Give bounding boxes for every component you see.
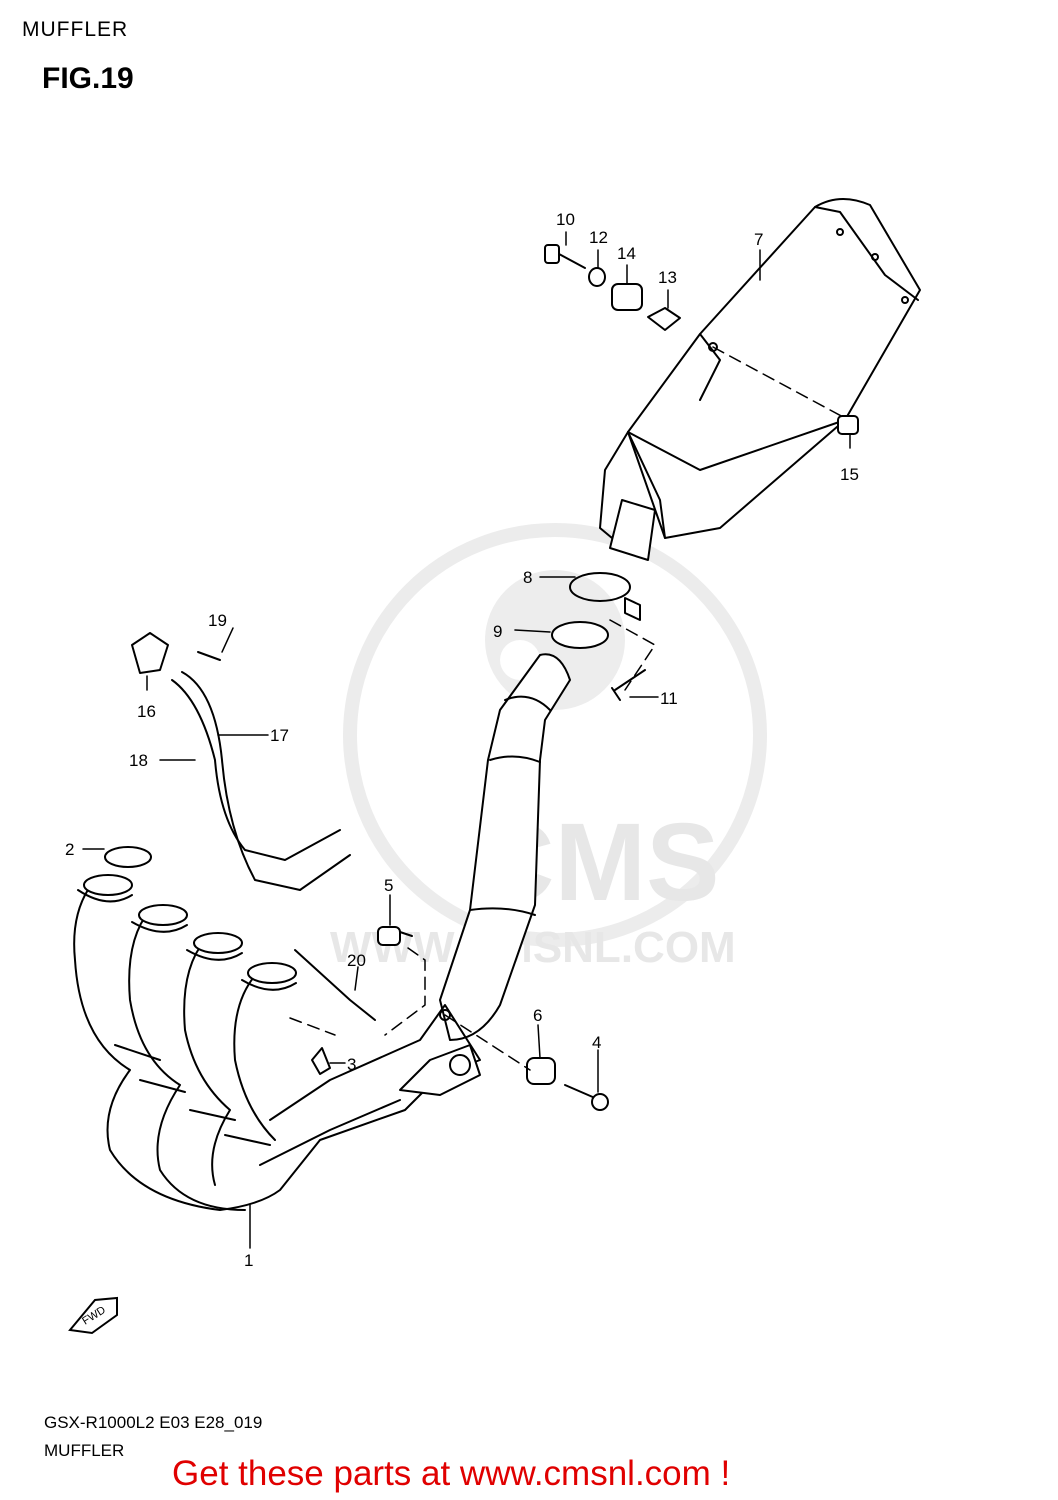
muffler-clamp [569,572,641,621]
callout-19: 19 [208,611,227,630]
muffler-silencer [599,198,921,561]
cmsnl-watermark: CMS WWW.CMSNL.COM [330,523,767,972]
stud-bolt [311,1047,331,1075]
promo-link[interactable]: Get these parts at www.cmsnl.com ! [172,1454,731,1493]
collar [647,307,681,331]
callout-17: 17 [270,726,289,745]
callout-2: 2 [65,840,74,859]
link-pipe [439,653,571,1041]
sensor-bracket [131,632,169,674]
alignment-lines [289,346,846,1071]
callout-labels: 1 2 3 4 5 6 7 8 9 10 11 12 13 14 15 16 1… [65,210,859,1270]
nut [377,926,413,946]
gasket [104,846,152,868]
oxygen-sensor [294,949,376,1021]
figure-label: FIG.19 [42,62,134,95]
callout-18: 18 [129,751,148,770]
callout-7: 7 [754,230,763,249]
callout-11: 11 [660,689,678,708]
section-title: MUFFLER [22,18,129,41]
callout-9: 9 [493,622,502,641]
forward-direction-arrow: FWD [68,1296,118,1335]
model-code: GSX-R1000L2 E03 E28_019 [44,1413,263,1432]
callout-15: 15 [840,465,859,484]
callout-6: 6 [533,1006,542,1025]
callout-16: 16 [137,702,156,721]
leader-lines [82,231,851,1249]
callout-5: 5 [384,876,393,895]
callout-4: 4 [592,1033,601,1052]
cushion [526,1057,556,1085]
callout-3: 3 [347,1055,356,1074]
flange-nut [837,415,859,435]
mounting-bolt [564,1084,609,1111]
connector-gasket [551,621,609,649]
exhaust-header-pipes [73,874,481,1211]
callout-20: 20 [347,951,366,970]
callout-12: 12 [589,228,608,247]
diagram-name: MUFFLER [44,1441,125,1460]
washer [588,267,606,287]
sensor-cables [171,671,351,891]
callout-10: 10 [556,210,575,229]
clamp-bolt [611,669,646,701]
bolt [544,244,586,269]
callout-14: 14 [617,244,636,263]
bracket-bolt [197,651,221,661]
callout-1: 1 [244,1251,253,1270]
rubber-cushion [611,283,643,311]
callout-8: 8 [523,568,532,587]
callout-13: 13 [658,268,677,287]
